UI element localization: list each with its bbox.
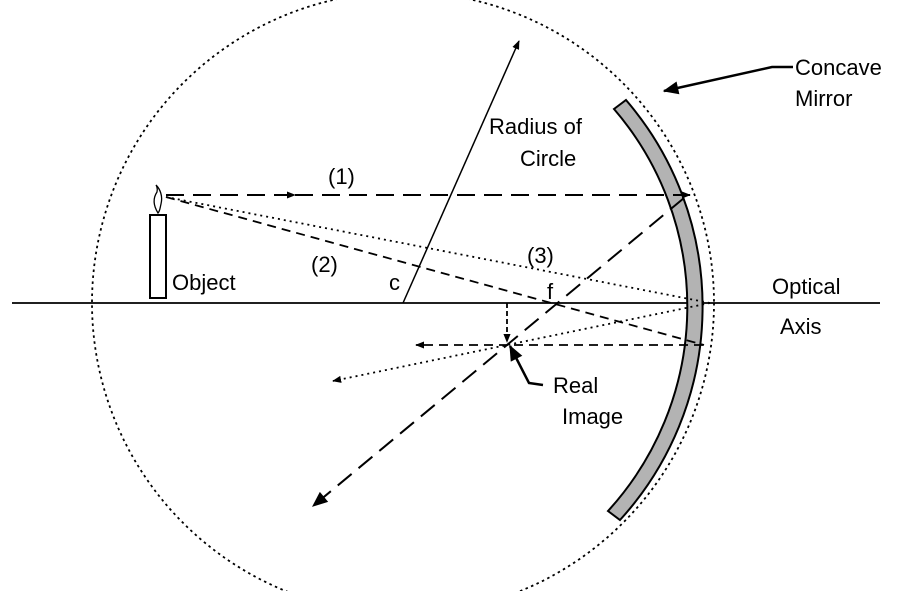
label-center-c: c [389, 270, 400, 295]
label-focal-f: f [547, 279, 554, 304]
ray-3-incident [165, 196, 711, 304]
label-concave: Concave [795, 55, 882, 80]
label-circle: Circle [520, 146, 576, 171]
label-real: Real [553, 373, 598, 398]
concave-mirror [606, 98, 704, 522]
label-optical: Optical [772, 274, 840, 299]
label-mirror: Mirror [795, 86, 852, 111]
label-ray-1: (1) [328, 164, 355, 189]
object-candle [149, 214, 167, 299]
ray-3-reflected [332, 302, 711, 383]
ray-2-incident [165, 196, 705, 346]
label-image: Image [562, 404, 623, 429]
label-radius-of: Radius of [489, 114, 583, 139]
label-object: Object [172, 270, 236, 295]
radius-line [402, 40, 520, 304]
ray-1-reflected [311, 197, 685, 507]
candle-flame-icon [153, 184, 163, 215]
label-ray-2: (2) [311, 252, 338, 277]
label-axis: Axis [780, 314, 822, 339]
label-ray-3: (3) [527, 243, 554, 268]
mirror-pointer-arrow [662, 65, 793, 95]
real-image-pointer-arrow [508, 344, 544, 387]
